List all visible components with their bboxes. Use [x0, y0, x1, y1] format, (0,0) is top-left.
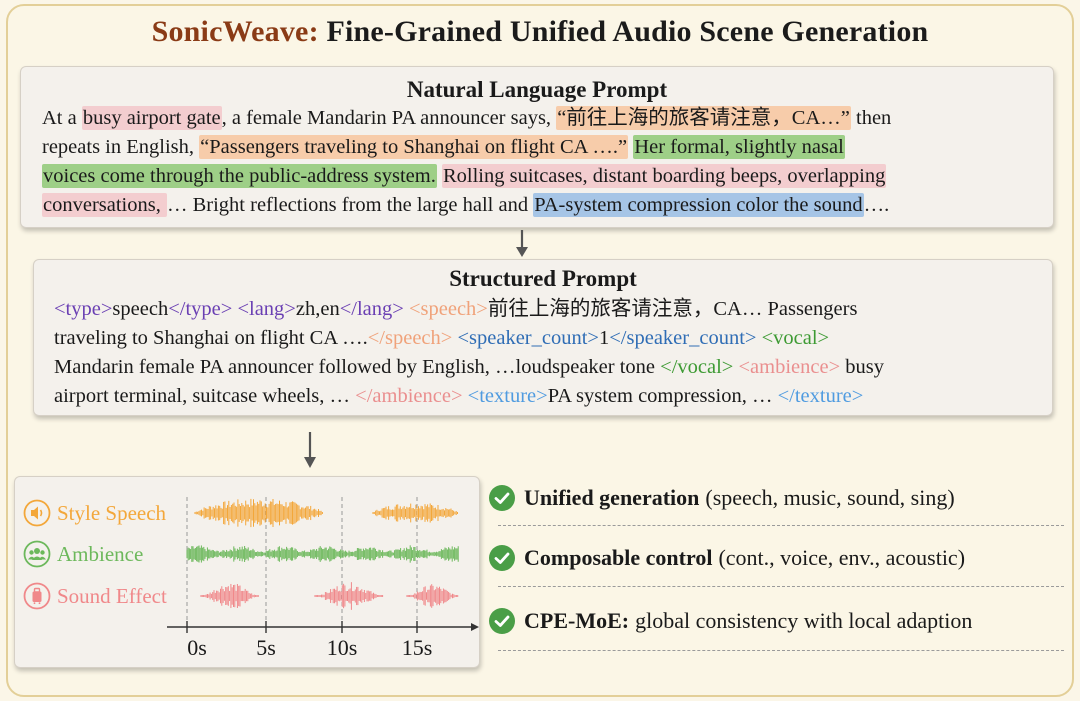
prompt-text-fragment: repeats in English,: [42, 136, 200, 158]
tag-lang-close: </lang>: [339, 298, 404, 320]
tag-speaker-count-close: </speaker_count>: [609, 327, 757, 349]
value-texture: PA system compression, …: [547, 385, 778, 407]
value-type: speech: [112, 298, 169, 320]
tag-ambience-open: <ambience>: [738, 356, 841, 378]
track-label: Style Speech: [57, 500, 167, 525]
figure-title: SonicWeave: Fine-Grained Unified Audio S…: [0, 15, 1080, 49]
tag-lang-open: <lang>: [237, 298, 296, 320]
title-text: Fine-Grained Unified Audio Scene Generat…: [318, 15, 929, 48]
tick-label-10s: 10s: [326, 635, 358, 660]
struct-line-3: Mandarin female PA announcer followed by…: [54, 353, 1039, 382]
feature-title: Unified generation: [524, 485, 700, 510]
axis-arrow-head: [471, 623, 479, 631]
natural-prompt-text: At a busy airport gate, a female Mandari…: [42, 104, 1038, 220]
prompt-text-fragment: … Bright reflections from the large hall…: [166, 194, 534, 216]
value-vocal: Mandarin female PA announcer followed by…: [54, 356, 661, 378]
struct-line-2: traveling to Shanghai on flight CA ….</s…: [54, 324, 1039, 353]
feature-unified-generation: Unified generation (speech, music, sound…: [488, 483, 955, 513]
speech-waveform: [194, 498, 458, 528]
track-sound-effect: Sound Effect: [23, 582, 167, 610]
sound-effect-waveform: [200, 582, 459, 610]
value-lang: zh,en: [295, 298, 340, 320]
suitcase-icon: [23, 582, 51, 610]
highlight-texture: PA-system compression color the sound: [533, 193, 864, 217]
value-speaker-count: 1: [599, 327, 610, 349]
waveform-timeline: [167, 497, 479, 633]
tick-label-15s: 15s: [401, 635, 433, 660]
highlight-vocal: Her formal, slightly nasal: [633, 135, 845, 159]
value-ambience: busy: [840, 356, 885, 378]
highlight-scene: busy airport gate: [81, 106, 222, 130]
feature-detail: (cont., voice, env., acoustic): [718, 545, 966, 570]
track-ambience: Ambience: [23, 540, 143, 568]
structured-prompt-box: Structured Prompt <type>speech</type> <l…: [33, 259, 1053, 416]
value-speech-cont: traveling to Shanghai on flight CA ….: [54, 327, 368, 349]
feature-detail: global consistency with local adaption: [635, 608, 973, 633]
prompt-text-fragment: then: [850, 107, 892, 129]
check-circle-icon: [489, 545, 515, 571]
track-label: Sound Effect: [57, 583, 167, 608]
feature-title: Composable control: [524, 545, 713, 570]
down-arrow-icon: [516, 230, 528, 257]
prompt-line-1: At a busy airport gate, a female Mandari…: [42, 104, 1038, 133]
prompt-text-fragment: ….: [863, 194, 890, 216]
highlight-speech-zh: “前往上海的旅客请注意，CA…”: [556, 106, 851, 130]
structured-prompt-heading: Structured Prompt: [449, 266, 637, 291]
prompt-text-fragment: , a female Mandarin PA announcer says,: [221, 107, 557, 129]
highlight-vocal-cont: voices come through the public-address s…: [42, 164, 437, 188]
prompt-line-4: conversations, … Bright reflections from…: [42, 191, 1038, 220]
feature-detail: (speech, music, sound, sing): [705, 485, 955, 510]
tag-speech-open: <speech>: [408, 298, 488, 320]
tag-speaker-count-open: <speaker_count>: [457, 327, 599, 349]
highlight-speech-en: “Passengers traveling to Shanghai on fli…: [199, 135, 629, 159]
tag-speech-close: </speech>: [367, 327, 453, 349]
check-circle-icon: [489, 608, 515, 634]
tag-type-open: <type>: [54, 298, 113, 320]
tag-texture-close: </texture>: [777, 385, 864, 407]
struct-line-1: <type>speech</type> <lang>zh,en</lang> <…: [54, 295, 1039, 324]
tag-vocal-close: </vocal>: [660, 356, 734, 378]
audio-timeline-box: Style Speech Ambience Sound Effect: [14, 476, 480, 668]
ambience-waveform: [186, 545, 459, 563]
structured-prompt-text: <type>speech</type> <lang>zh,en</lang> <…: [54, 295, 1039, 411]
tag-ambience-close: </ambience>: [355, 385, 463, 407]
highlight-ambience-cont: conversations,: [42, 193, 167, 217]
feature-title: CPE-MoE:: [524, 608, 630, 633]
brand-name: SonicWeave:: [151, 15, 319, 48]
tick-label-5s: 5s: [256, 635, 276, 660]
divider: [498, 525, 1064, 526]
tick-label-0s: 0s: [187, 635, 207, 660]
highlight-ambience: Rolling suitcases, distant boarding beep…: [441, 164, 887, 188]
check-circle-icon: [489, 485, 515, 511]
tag-type-close: </type>: [168, 298, 233, 320]
divider: [498, 650, 1064, 651]
prompt-line-3: voices come through the public-address s…: [42, 162, 1038, 191]
struct-line-4: airport terminal, suitcase wheels, … </a…: [54, 382, 1039, 411]
natural-prompt-heading: Natural Language Prompt: [406, 77, 668, 102]
feature-cpe-moe: CPE-MoE: global consistency with local a…: [488, 606, 972, 636]
value-speech: 前往上海的旅客请注意，CA… Passengers: [487, 298, 858, 320]
prompt-line-2: repeats in English, “Passengers travelin…: [42, 133, 1038, 162]
track-label: Ambience: [57, 541, 144, 566]
speaker-icon: [23, 499, 51, 527]
feature-composable-control: Composable control (cont., voice, env., …: [488, 543, 965, 573]
divider: [498, 586, 1064, 587]
tag-vocal-open: <vocal>: [761, 327, 830, 349]
tag-texture-open: <texture>: [467, 385, 548, 407]
track-style-speech: Style Speech: [23, 499, 166, 527]
natural-language-prompt-box: Natural Language Prompt At a busy airpor…: [20, 66, 1054, 228]
prompt-text-fragment: At a: [42, 107, 82, 129]
people-group-icon: [23, 540, 51, 568]
value-ambience-cont: airport terminal, suitcase wheels, …: [54, 385, 356, 407]
down-arrow-icon: [304, 432, 316, 468]
